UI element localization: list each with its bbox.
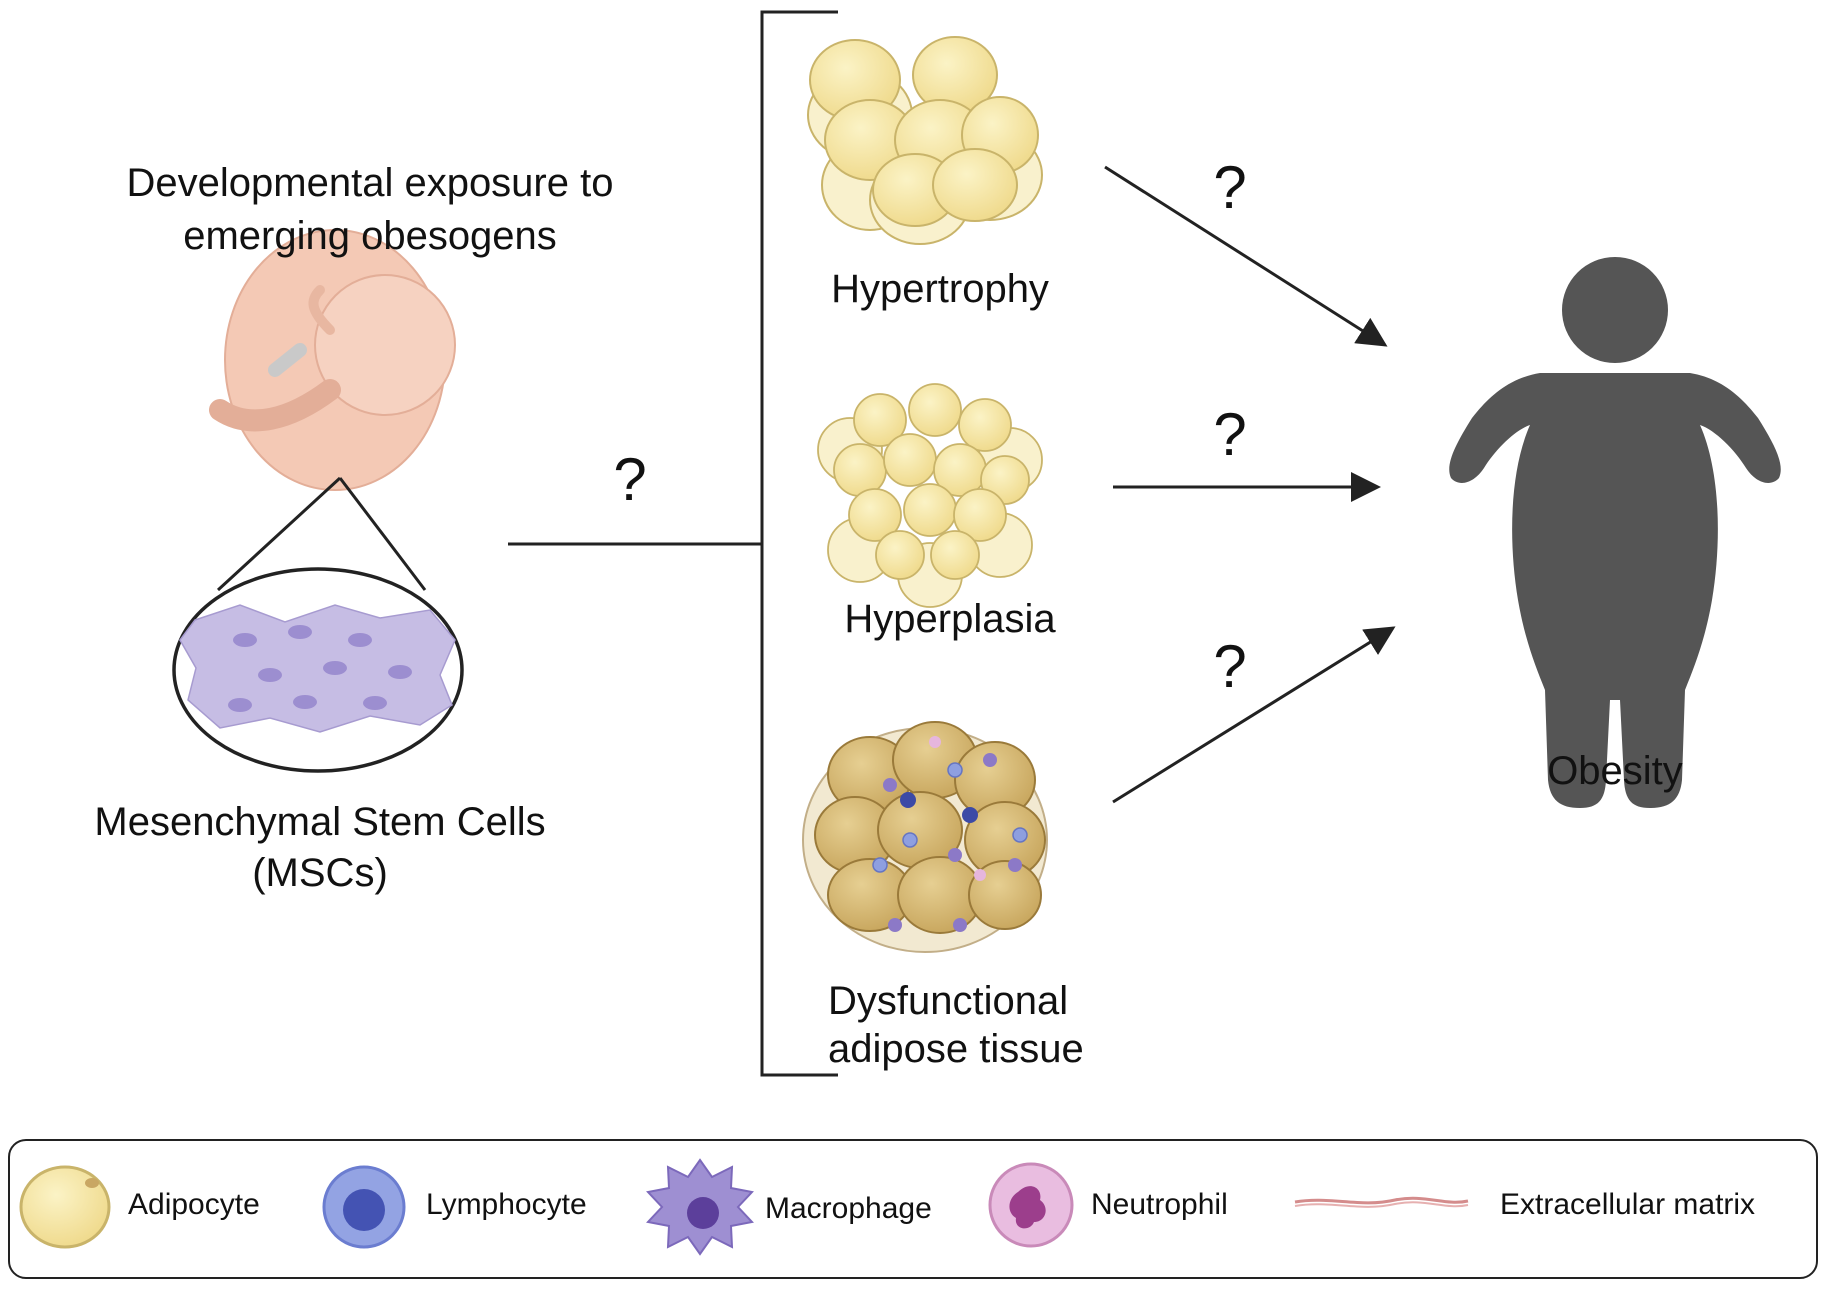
hypertrophy-adipocytes (807, 36, 1043, 245)
mscs-label-line2: (MSCs) (252, 851, 388, 895)
obesity-label: Obesity (1547, 749, 1683, 793)
question-mark-mscs: ? (613, 446, 647, 513)
zoom-line-left (216, 476, 342, 592)
neutrophil-icon (988, 1162, 1074, 1248)
legend-macrophage-label: Macrophage (765, 1192, 932, 1225)
legend-lymphocyte-label: Lymphocyte (426, 1188, 587, 1221)
legend-box (8, 1139, 1818, 1279)
arrow-dysfunctional-to-obesity (1112, 626, 1396, 804)
question-mark-hyperplasia: ? (1213, 401, 1247, 468)
question-mark-hypertrophy: ? (1213, 154, 1247, 221)
mscs-label-line1: Mesenchymal Stem Cells (94, 800, 546, 844)
dysfunctional-label-line2: adipose tissue (828, 1027, 1084, 1071)
lymphocyte-icon (322, 1165, 406, 1249)
fetus-illustration (209, 229, 456, 491)
dysfunctional-adipose-cluster (802, 721, 1048, 953)
adipocyte-icon (19, 1165, 111, 1249)
obese-person-silhouette (1449, 257, 1781, 808)
exposure-title-line1: Developmental exposure to (126, 161, 614, 205)
hyperplasia-adipocytes (817, 383, 1043, 608)
arrow-hypertrophy-to-obesity (1104, 165, 1388, 347)
extracellular-matrix-icon (1294, 1196, 1469, 1208)
msc-cells-illustration (172, 567, 464, 773)
zoom-line-right (338, 477, 427, 591)
exposure-title-line2: emerging obesogens (183, 214, 557, 258)
legend-ecm-label: Extracellular matrix (1500, 1188, 1756, 1221)
hyperplasia-label: Hyperplasia (844, 597, 1056, 641)
question-mark-dysfunctional: ? (1213, 633, 1247, 700)
hypertrophy-label: Hypertrophy (831, 267, 1049, 311)
dysfunctional-label-line1: Dysfunctional (828, 979, 1069, 1023)
legend-adipocyte-label: Adipocyte (128, 1188, 260, 1221)
macrophage-icon (646, 1158, 754, 1256)
bracket (760, 10, 838, 1077)
legend-neutrophil-label: Neutrophil (1091, 1188, 1228, 1221)
